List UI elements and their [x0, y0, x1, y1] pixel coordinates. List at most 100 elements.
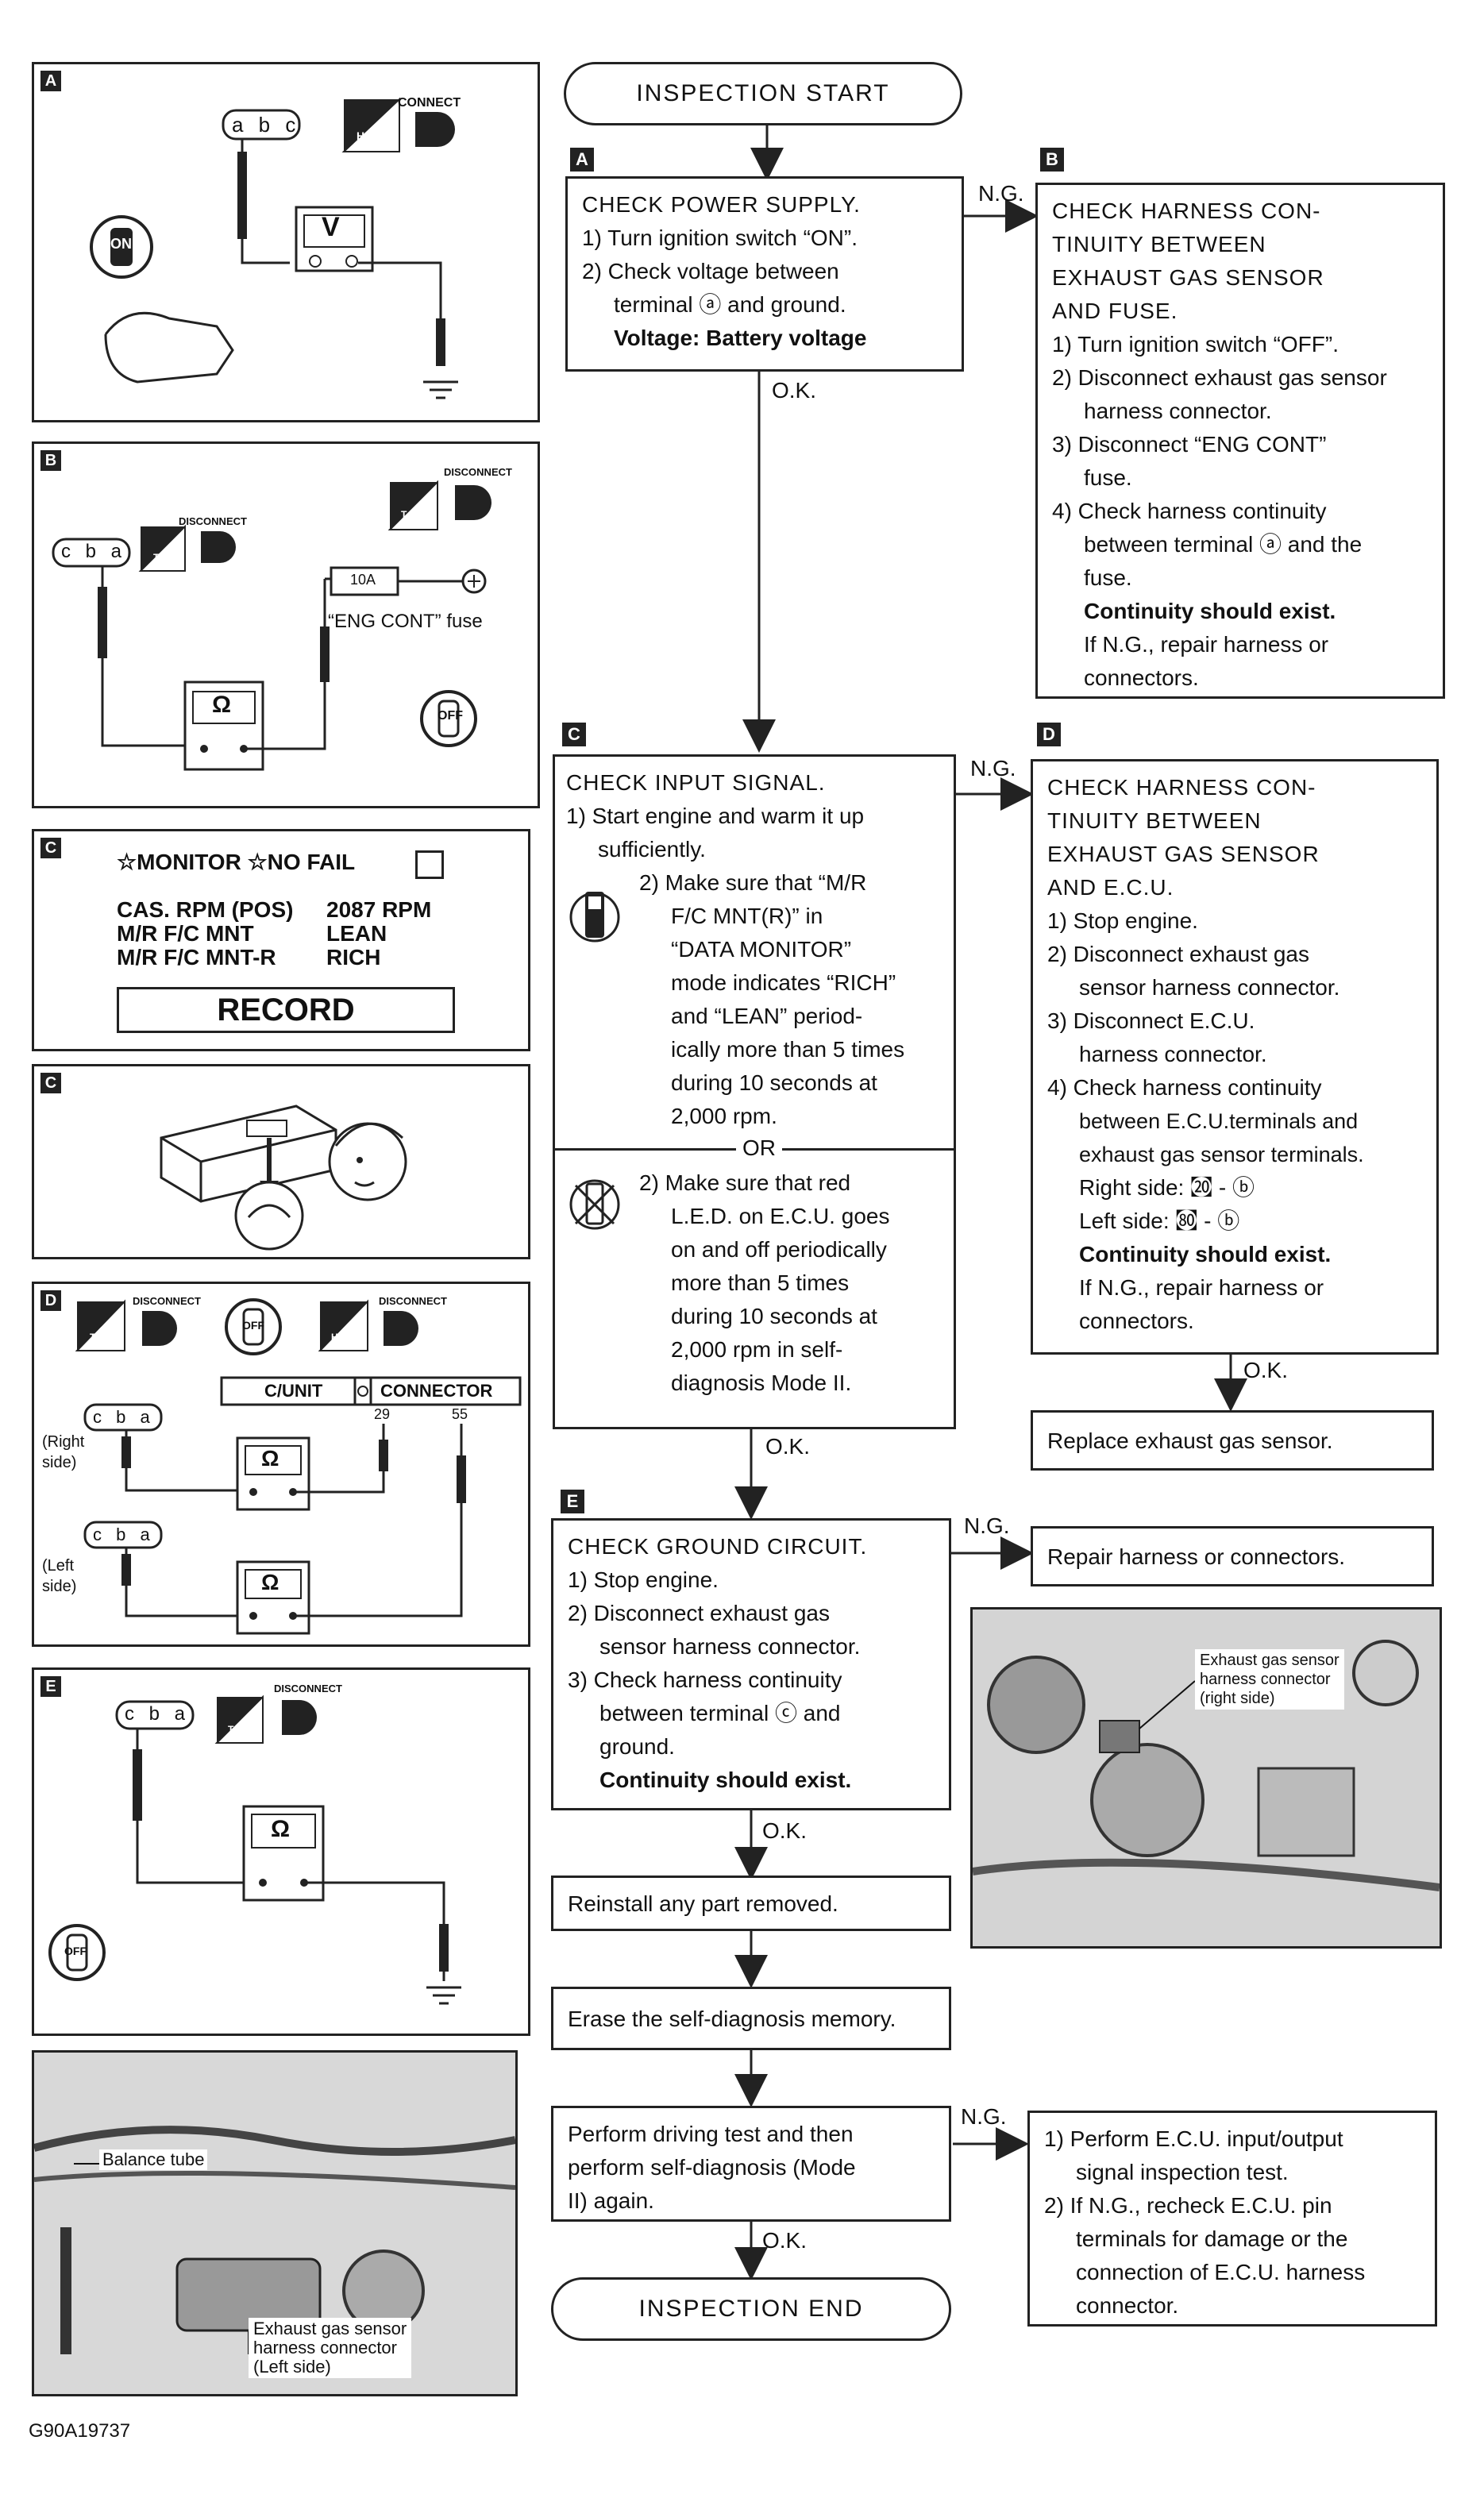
final-line: signal inspection test.: [1076, 2160, 1289, 2184]
final-line: 2) If N.G., recheck E.C.U. pin: [1044, 2193, 1332, 2218]
step-d-item: 1) Stop engine.: [1047, 908, 1198, 933]
panel-c-monitor: C ☆MONITOR ☆NO FAIL CAS. RPM (POS)2087 R…: [32, 829, 530, 1051]
step-d-title-line: EXHAUST GAS SENSOR: [1047, 842, 1320, 866]
panel-b-terminals: c b a: [61, 541, 127, 562]
step-b-tag: B: [1040, 148, 1064, 172]
step-d-title-line: CHECK HARNESS CON-: [1047, 775, 1316, 800]
panel-a-switch: ON: [110, 236, 132, 252]
step-a-item: terminal ⓐ and ground.: [614, 292, 846, 317]
photo-right-sensor-line: (right side): [1200, 1690, 1275, 1707]
step-c-item: sufficiently.: [598, 837, 706, 862]
panel-a: A a b c V H.S. CONNECT ON: [32, 62, 540, 422]
monitor-row-value: 2087 RPM: [326, 897, 432, 922]
step-d-item: sensor harness connector.: [1079, 975, 1340, 1000]
step-c-led-line: diagnosis Mode II.: [671, 1371, 852, 1395]
panel-d-left-line: side): [42, 1578, 77, 1595]
final-line: terminals for damage or the: [1076, 2226, 1348, 2251]
step-c-title: CHECK INPUT SIGNAL.: [566, 770, 826, 795]
photo-right-sensor-line: Exhaust gas sensor: [1200, 1652, 1339, 1669]
panel-b-fuse: 10A: [350, 572, 376, 588]
monitor-row-value: RICH: [326, 945, 381, 970]
photo-left: Balance tube Exhaust gas sensor harness …: [32, 2050, 518, 2396]
step-c-box: CHECK INPUT SIGNAL. 1) Start engine and …: [553, 754, 956, 1429]
step-b-title-line: CHECK HARNESS CON-: [1052, 199, 1321, 223]
monitor-row-label: CAS. RPM (POS): [117, 897, 294, 922]
step-a-box: CHECK POWER SUPPLY. 1) Turn ignition swi…: [565, 176, 964, 372]
step-e-item: 3) Check harness continuity: [568, 1667, 842, 1692]
panel-e-ts: T.S.: [228, 1724, 245, 1735]
panel-d-connector: CONNECTOR: [380, 1381, 493, 1401]
step-b-title-line: TINUITY BETWEEN: [1052, 232, 1266, 256]
panel-c1-tag: C: [40, 838, 61, 858]
photo-right: Exhaust gas sensor harness connector (ri…: [970, 1607, 1442, 1949]
step-c-led-line: 2) Make sure that red: [639, 1170, 851, 1195]
step-d-note: If N.G., repair harness or: [1079, 1275, 1324, 1300]
step-b-item: between terminal ⓐ and the: [1084, 532, 1363, 557]
panel-a-drawing: [90, 97, 458, 399]
photo-left-sensor-line: Exhaust gas sensor: [253, 2319, 407, 2338]
replace-sensor-box: Replace exhaust gas sensor.: [1031, 1410, 1434, 1471]
panel-d-pin55: 55: [452, 1406, 468, 1422]
step-b-item: 1) Turn ignition switch “OFF”.: [1052, 332, 1339, 357]
panel-d-terminals-right: c b a: [93, 1407, 155, 1427]
ignition-on-icon: [90, 215, 153, 279]
panel-b-disconnect-1: DISCONNECT: [179, 515, 247, 527]
photo-left-balance: Balance tube: [99, 2149, 208, 2170]
connector-abc: [222, 109, 301, 141]
panel-b-meter: Ω: [212, 692, 232, 718]
step-b-title-line: EXHAUST GAS SENSOR: [1052, 265, 1324, 290]
step-a-spec: Voltage: Battery voltage: [614, 326, 867, 350]
step-b-item: 4) Check harness continuity: [1052, 499, 1327, 523]
panel-d-left-side: (Left side): [42, 1556, 76, 1597]
step-b-spec: Continuity should exist.: [1084, 599, 1336, 623]
step-c-led-line: more than 5 times: [671, 1270, 850, 1295]
step-c-item: 1) Start engine and warm it up: [566, 804, 865, 828]
ok-label-d: O.K.: [1243, 1358, 1289, 1382]
drive-line: Perform driving test and then: [568, 2122, 854, 2146]
panel-d-left-line: (Left: [42, 1557, 75, 1575]
step-c-consult-line: during 10 seconds at: [671, 1070, 877, 1095]
panel-c2-tag: C: [40, 1073, 61, 1093]
panel-b-fuse-label: “ENG CONT” fuse: [328, 611, 483, 632]
step-e-title: CHECK GROUND CIRCUIT.: [568, 1534, 868, 1559]
step-e-tag: E: [561, 1490, 584, 1513]
photo-left-sensor: Exhaust gas sensor harness connector (Le…: [249, 2318, 412, 2378]
step-c-led-line: 2,000 rpm in self-: [671, 1337, 843, 1362]
ng-label-c: N.G.: [970, 756, 1016, 781]
step-b-item: 2) Disconnect exhaust gas sensor: [1052, 365, 1387, 390]
fuse-10a: [330, 566, 399, 596]
step-e-box: CHECK GROUND CIRCUIT. 1) Stop engine. 2)…: [551, 1518, 951, 1810]
step-a-title: CHECK POWER SUPPLY.: [582, 192, 861, 217]
photo-right-sensor: Exhaust gas sensor harness connector (ri…: [1195, 1649, 1344, 1710]
final-check-box: 1) Perform E.C.U. input/output signal in…: [1027, 2111, 1437, 2327]
step-b-note: connectors.: [1084, 665, 1199, 690]
panel-d-pin29: 29: [374, 1406, 391, 1422]
panel-d-disconnect-2: DISCONNECT: [379, 1295, 447, 1307]
panel-a-terminals: a b c: [232, 113, 301, 137]
photo-left-sensor-line: (Left side): [253, 2357, 331, 2377]
panel-d-meter-left: Ω: [261, 1570, 279, 1594]
step-b-item: harness connector.: [1084, 399, 1272, 423]
ecu-led-drawing: [160, 1105, 407, 1251]
step-d-item: Left side: ㉏ - ⓑ: [1079, 1209, 1240, 1233]
step-d-title-line: AND E.C.U.: [1047, 875, 1174, 900]
step-d-note: connectors.: [1079, 1309, 1194, 1333]
engine-icon: [104, 311, 234, 384]
figure-code: G90A19737: [29, 2420, 131, 2442]
ng-label-a: N.G.: [978, 181, 1024, 206]
step-c-consult-line: 2) Make sure that “M/R: [639, 870, 867, 895]
panel-d-right-line: (Right: [42, 1433, 85, 1451]
panel-d-ts: T.S.: [90, 1332, 106, 1343]
step-a-item: 2) Check voltage between: [582, 259, 839, 283]
final-line: connection of E.C.U. harness: [1076, 2260, 1366, 2284]
drive-line: II) again.: [568, 2188, 654, 2213]
step-b-item: 3) Disconnect “ENG CONT”: [1052, 432, 1327, 457]
step-a-tag: A: [570, 148, 594, 172]
panel-d-tag: D: [40, 1290, 61, 1311]
step-d-tag: D: [1037, 723, 1061, 746]
step-c-consult-line: and “LEAN” period-: [671, 1004, 863, 1028]
step-e-spec: Continuity should exist.: [599, 1768, 852, 1792]
panel-d-right-side: (Right side): [42, 1432, 84, 1473]
panel-e-meter: Ω: [271, 1816, 291, 1842]
